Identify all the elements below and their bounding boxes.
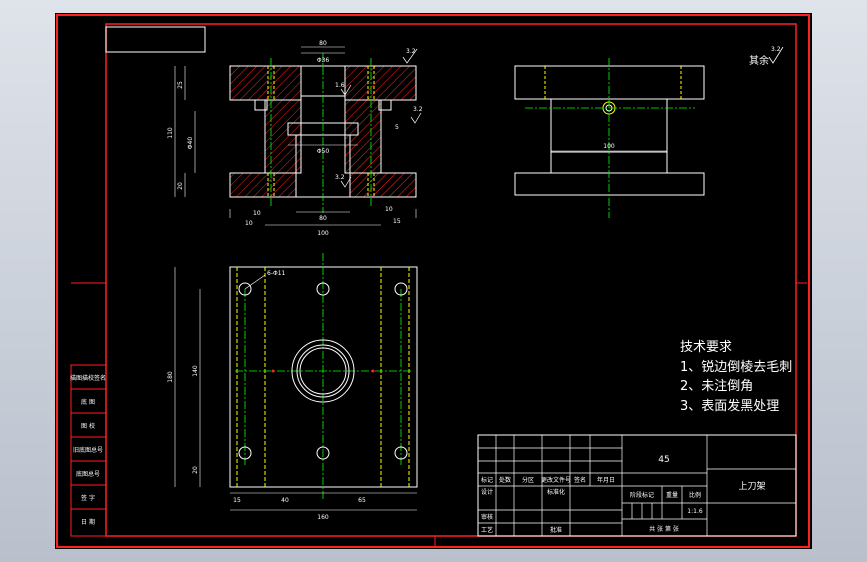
- dim-plan-left: 15: [233, 497, 241, 504]
- sidebar-label: 签 字: [81, 494, 95, 502]
- dim-inner-width: 80: [319, 215, 327, 222]
- dim-plan-span-b: 65: [358, 497, 366, 504]
- inner-frame: [105, 23, 797, 537]
- tech-heading: 技术要求: [680, 340, 732, 355]
- dim-side-b: 20: [177, 182, 184, 190]
- dim-top-width: 80: [319, 40, 327, 47]
- tb-zone: 分区: [522, 476, 534, 484]
- tb-sheets: 共 张 第 张: [649, 525, 679, 533]
- tb-material: 45: [658, 455, 669, 465]
- sidebar-label: 描图描校签名: [70, 374, 106, 382]
- tb-mark: 标记: [481, 476, 493, 484]
- sidebar-label: 图 校: [81, 422, 95, 430]
- tech-requirements: 技术要求 1、锐边倒棱去毛刺 2、未注倒角 3、表面发黑处理: [680, 340, 792, 414]
- left-sidebar: 描图描校签名 底 图 图 校 旧底图总号 底图总号 签 字 日 期: [70, 364, 107, 537]
- tb-standardize: 标准化: [547, 488, 565, 496]
- code-box: [105, 26, 206, 53]
- side-view: 100: [514, 58, 705, 218]
- dim-inner-bore: Φ50: [317, 148, 330, 155]
- title-block: 标记 处数 分区 更改文件号 签名 年月日 设计 标准化 审核 工艺 批准 阶段…: [477, 434, 797, 537]
- tb-change: 更改文件号: [541, 476, 571, 484]
- roughness-note: 其余 3.2: [749, 46, 784, 67]
- dim-plan-bottom: 20: [192, 466, 199, 474]
- dim-tol: Φ40: [187, 137, 194, 150]
- cad-drawing: 描图描校签名 底 图 图 校 旧底图总号 底图总号 签 字 日 期: [56, 14, 810, 548]
- roughness-d: 3.2: [413, 106, 423, 113]
- tb-designer: 设计: [481, 488, 493, 496]
- dim-section-height: 110: [167, 127, 174, 139]
- tb-reviewer: 审核: [481, 513, 493, 521]
- tb-scale: 比例: [689, 491, 701, 499]
- tb-scale-value: 1:1.6: [687, 508, 703, 515]
- dim-plan-height: 180: [167, 371, 174, 383]
- dim-right-view-width: 100: [603, 143, 615, 150]
- dim-bottom-width: 100: [317, 230, 329, 237]
- outer-frame: [56, 14, 810, 548]
- tb-approve: 批准: [550, 526, 562, 534]
- hole-callout: 6-Φ11: [267, 270, 286, 277]
- tb-title: 上刀架: [738, 481, 765, 492]
- sidebar-label: 日 期: [81, 518, 95, 526]
- tb-sign: 签名: [574, 476, 586, 484]
- dim-side-a: 25: [177, 81, 184, 89]
- roughness-all: 3.2: [771, 46, 781, 53]
- sidebar-label: 旧底图总号: [73, 446, 103, 454]
- dim-side-c: 5: [395, 124, 399, 131]
- dim-top-bore: Φ36: [317, 57, 330, 64]
- frame-marks: [71, 282, 807, 546]
- tech-item: 3、表面发黑处理: [680, 398, 779, 414]
- dim-left-small-b: 10: [245, 220, 253, 227]
- sidebar-label: 底 图: [81, 398, 95, 406]
- tech-item: 1、锐边倒棱去毛刺: [680, 359, 792, 375]
- plan-view: 180 140 20 160 15 40 65 6-Φ11: [167, 253, 418, 521]
- tb-process: 工艺: [481, 526, 493, 534]
- dim-plan-inner-height: 140: [192, 365, 199, 377]
- tb-stage-mark: 阶段标记: [630, 491, 654, 499]
- roughness-symbol-label: 其余: [749, 54, 769, 67]
- tech-item: 2、未注倒角: [680, 379, 753, 394]
- section-view: 80 Φ36 110 100 80 Φ50 Φ40 25 20 5 10 10 …: [167, 40, 423, 237]
- tb-count: 处数: [499, 476, 511, 484]
- dim-right-small: 10: [385, 206, 393, 213]
- sidebar-label: 底图总号: [76, 470, 100, 478]
- tb-weight: 重量: [666, 491, 678, 499]
- dim-plan-span-a: 40: [281, 497, 289, 504]
- dim-right-small-b: 15: [393, 218, 401, 225]
- roughness-b: 1.6: [335, 82, 345, 89]
- roughness-c: 3.2: [335, 174, 345, 181]
- roughness-a: 3.2: [406, 48, 416, 55]
- drawing-sheet: 描图描校签名 底 图 图 校 旧底图总号 底图总号 签 字 日 期: [55, 13, 812, 549]
- dim-left-small: 10: [253, 210, 261, 217]
- tb-date: 年月日: [597, 476, 615, 484]
- dim-plan-width: 160: [317, 514, 329, 521]
